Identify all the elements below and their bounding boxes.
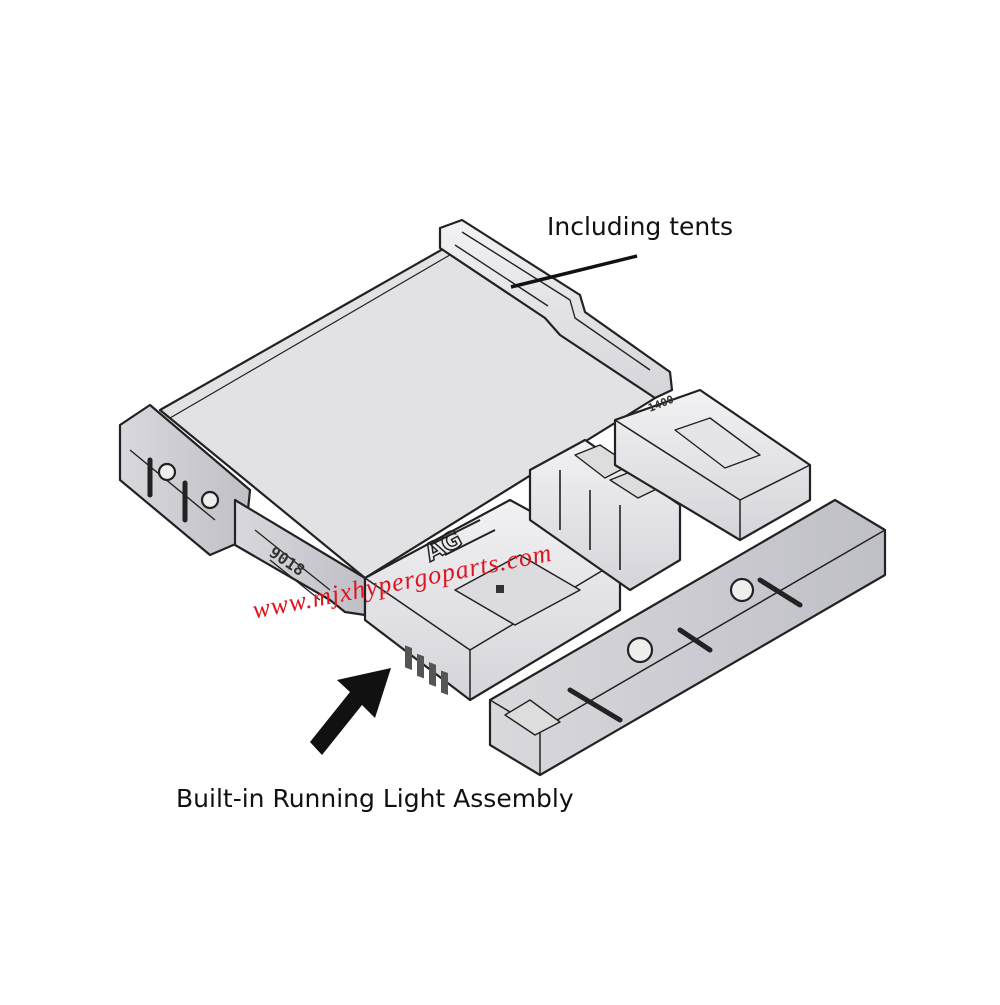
light-grille bbox=[405, 645, 448, 696]
light-pointer-arrow bbox=[310, 668, 391, 755]
connector-cluster bbox=[528, 438, 682, 592]
right-rail bbox=[438, 218, 674, 400]
tents-leader-line bbox=[510, 254, 638, 289]
including-tents-label: Including tents bbox=[547, 212, 734, 241]
running-light-label: Built-in Running Light Assembly bbox=[176, 784, 574, 813]
rear-box bbox=[613, 388, 812, 542]
